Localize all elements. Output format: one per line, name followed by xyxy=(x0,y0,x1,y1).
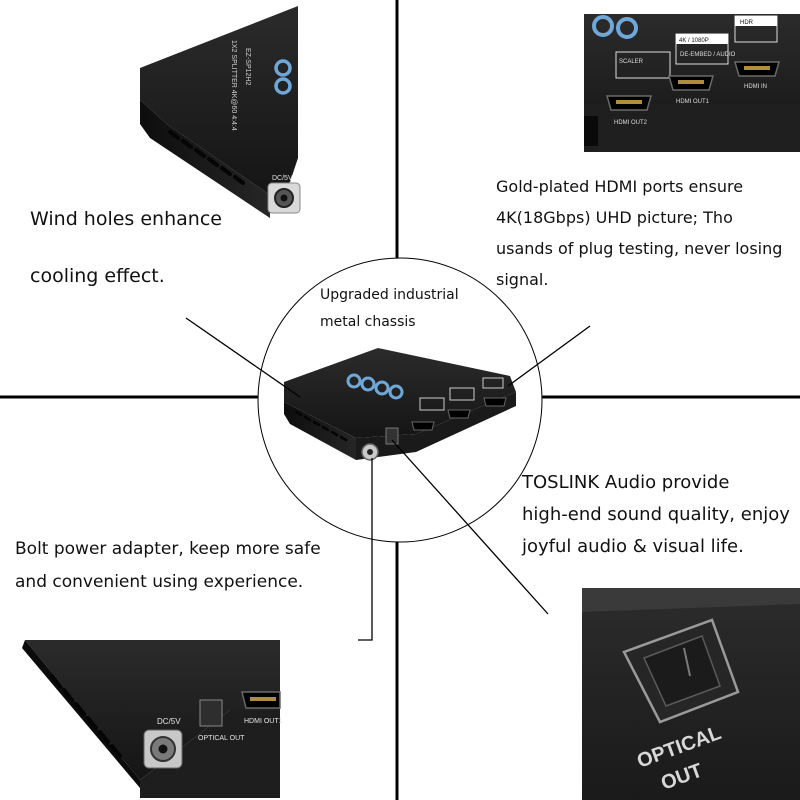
caption-line: metal chassis xyxy=(320,314,416,330)
gold-plated-caption: Gold-plated HDMI ports ensure 4K(18Gbps)… xyxy=(496,174,782,298)
center-device-photo xyxy=(257,257,543,543)
caption-line: Wind holes enhance xyxy=(30,208,222,230)
caption-line: 4K(18Gbps) UHD picture; Tho xyxy=(496,208,733,227)
toslink-caption: TOSLINK Audio provide high-end sound qua… xyxy=(522,469,790,565)
hdmi-port-icon xyxy=(241,691,281,709)
optical-port-icon xyxy=(199,699,223,727)
caption-line: high-end sound quality, enjoy xyxy=(522,504,790,525)
port-label-hdmi-in: HDMI IN xyxy=(744,84,767,90)
badge-hdr: HDR xyxy=(740,20,754,26)
brand-logo xyxy=(346,373,404,400)
dc-label: DC/5V xyxy=(272,175,293,182)
power-adapter-detail-photo: DC/5V OPTICAL OUT HDMI OUT1 xyxy=(22,640,283,798)
optical-port-icon xyxy=(622,618,740,724)
caption-line: signal. xyxy=(496,270,549,289)
hdmi-port-icon xyxy=(734,61,780,77)
badge-scaler: SCALER xyxy=(619,59,644,65)
brand-logo xyxy=(592,15,638,39)
caption-line: TOSLINK Audio provide xyxy=(522,472,730,493)
spec-print: 1X2 SPLITTER 4K@60 4:4:4 xyxy=(230,40,237,131)
caption-line: and convenient using experience. xyxy=(15,572,304,592)
port-label-hdmi-out1: HDMI OUT1 xyxy=(676,99,710,105)
caption-line: Bolt power adapter, keep more safe xyxy=(15,539,321,559)
wind-holes-caption: Wind holes enhance cooling effect. xyxy=(30,203,222,317)
caption-line: cooling effect. xyxy=(30,265,165,287)
caption-line: joyful audio & visual life. xyxy=(522,536,744,557)
model-print: EZ-SP12H2 xyxy=(244,48,251,85)
badge-4k: 4K / 1080P xyxy=(679,38,709,44)
hdmi-ports-detail-photo: HDR 4K / 1080P DE-EMBED / AUDIO SCALER H… xyxy=(584,14,800,152)
optical-label-bottom: OPTICAL OUT xyxy=(198,735,245,742)
chassis-caption: Upgraded industrial metal chassis xyxy=(320,283,459,337)
badge-audio: DE-EMBED / AUDIO xyxy=(680,52,736,58)
hdmi-out-label-bottom: HDMI OUT1 xyxy=(244,718,283,725)
brand-logo xyxy=(274,59,292,95)
leader-lines xyxy=(185,317,591,641)
caption-line: usands of plug testing, never losing xyxy=(496,239,783,258)
port-label-hdmi-out2: HDMI OUT2 xyxy=(614,120,648,126)
caption-line: Gold-plated HDMI ports ensure xyxy=(496,177,744,196)
bolt-power-caption: Bolt power adapter, keep more safe and c… xyxy=(15,535,321,601)
wind-holes-detail-photo: 1X2 SPLITTER 4K@60 4:4:4 EZ-SP12H2 DC/5V xyxy=(140,6,301,218)
optical-port-icon xyxy=(385,427,399,445)
hdmi-port-icon xyxy=(668,75,714,91)
hdmi-port-icon xyxy=(606,95,652,111)
hdmi-port-icon xyxy=(411,397,507,431)
caption-line: Upgraded industrial xyxy=(320,287,459,303)
optical-out-closeup-photo: OPTICAL OUT xyxy=(582,588,800,800)
dc-label-bottom: DC/5V xyxy=(157,717,181,726)
